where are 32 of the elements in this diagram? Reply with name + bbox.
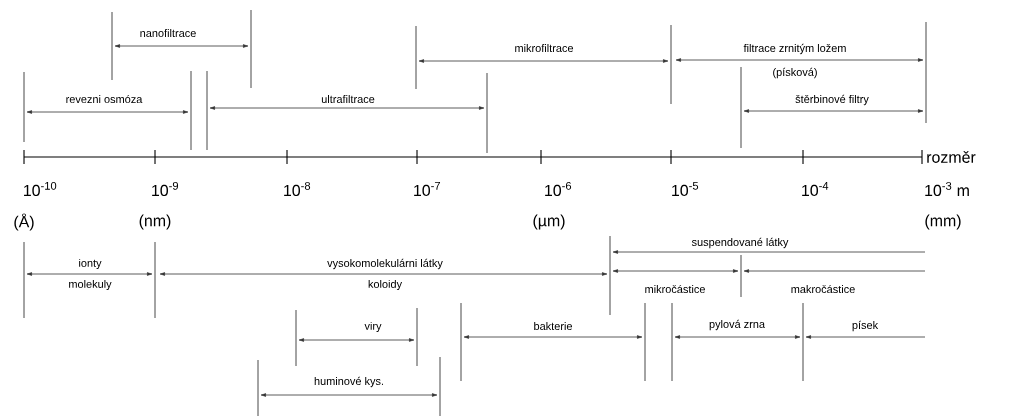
axis-title: rozměr	[925, 150, 977, 164]
unit-label: (Å)	[12, 212, 36, 232]
range-label: suspendované látky	[690, 236, 790, 250]
range-label: pylová zrna	[708, 318, 767, 332]
range-label: filtrace zrnitým ložem	[742, 42, 848, 56]
tick-label: 10$^{-6}$	[542, 180, 574, 198]
range-label: molekuly	[67, 278, 113, 292]
tick-label: 10$^{-7}$	[411, 180, 443, 198]
tick-label: 10$^{-5}$	[669, 180, 701, 198]
range-label: mikrofiltrace	[513, 43, 575, 54]
tick-label: 10$^{-10}$	[21, 180, 59, 198]
range-label: vysokomolekulárni látky	[326, 257, 444, 271]
range-label: huminové kys.	[313, 375, 386, 389]
range-label: koloidy	[366, 278, 404, 292]
unit-label: (µm)	[531, 213, 567, 231]
tick-label: 10$^{-8}$	[281, 180, 313, 198]
range-label: viry	[363, 320, 383, 334]
tick-label: 10$^{-4}$	[799, 180, 831, 198]
unit-label: (mm)	[923, 213, 963, 231]
tick-label: 10$^{-9}$	[149, 180, 181, 198]
range-label: (písková)	[771, 66, 819, 80]
tick-label: 10$^{-3}$ m	[923, 180, 971, 198]
range-label: nanofiltrace	[138, 28, 198, 39]
range-label: makročástice	[789, 283, 857, 295]
range-label: ultrafiltrace	[320, 94, 376, 105]
range-label: štěrbinové filtry	[794, 93, 870, 107]
range-label: bakterie	[532, 321, 574, 332]
range-label: revezni osmóza	[64, 93, 144, 105]
range-label: mikročástice	[643, 283, 707, 295]
unit-label: (nm)	[137, 213, 173, 231]
range-label: písek	[850, 319, 880, 333]
range-label: ionty	[77, 257, 103, 271]
